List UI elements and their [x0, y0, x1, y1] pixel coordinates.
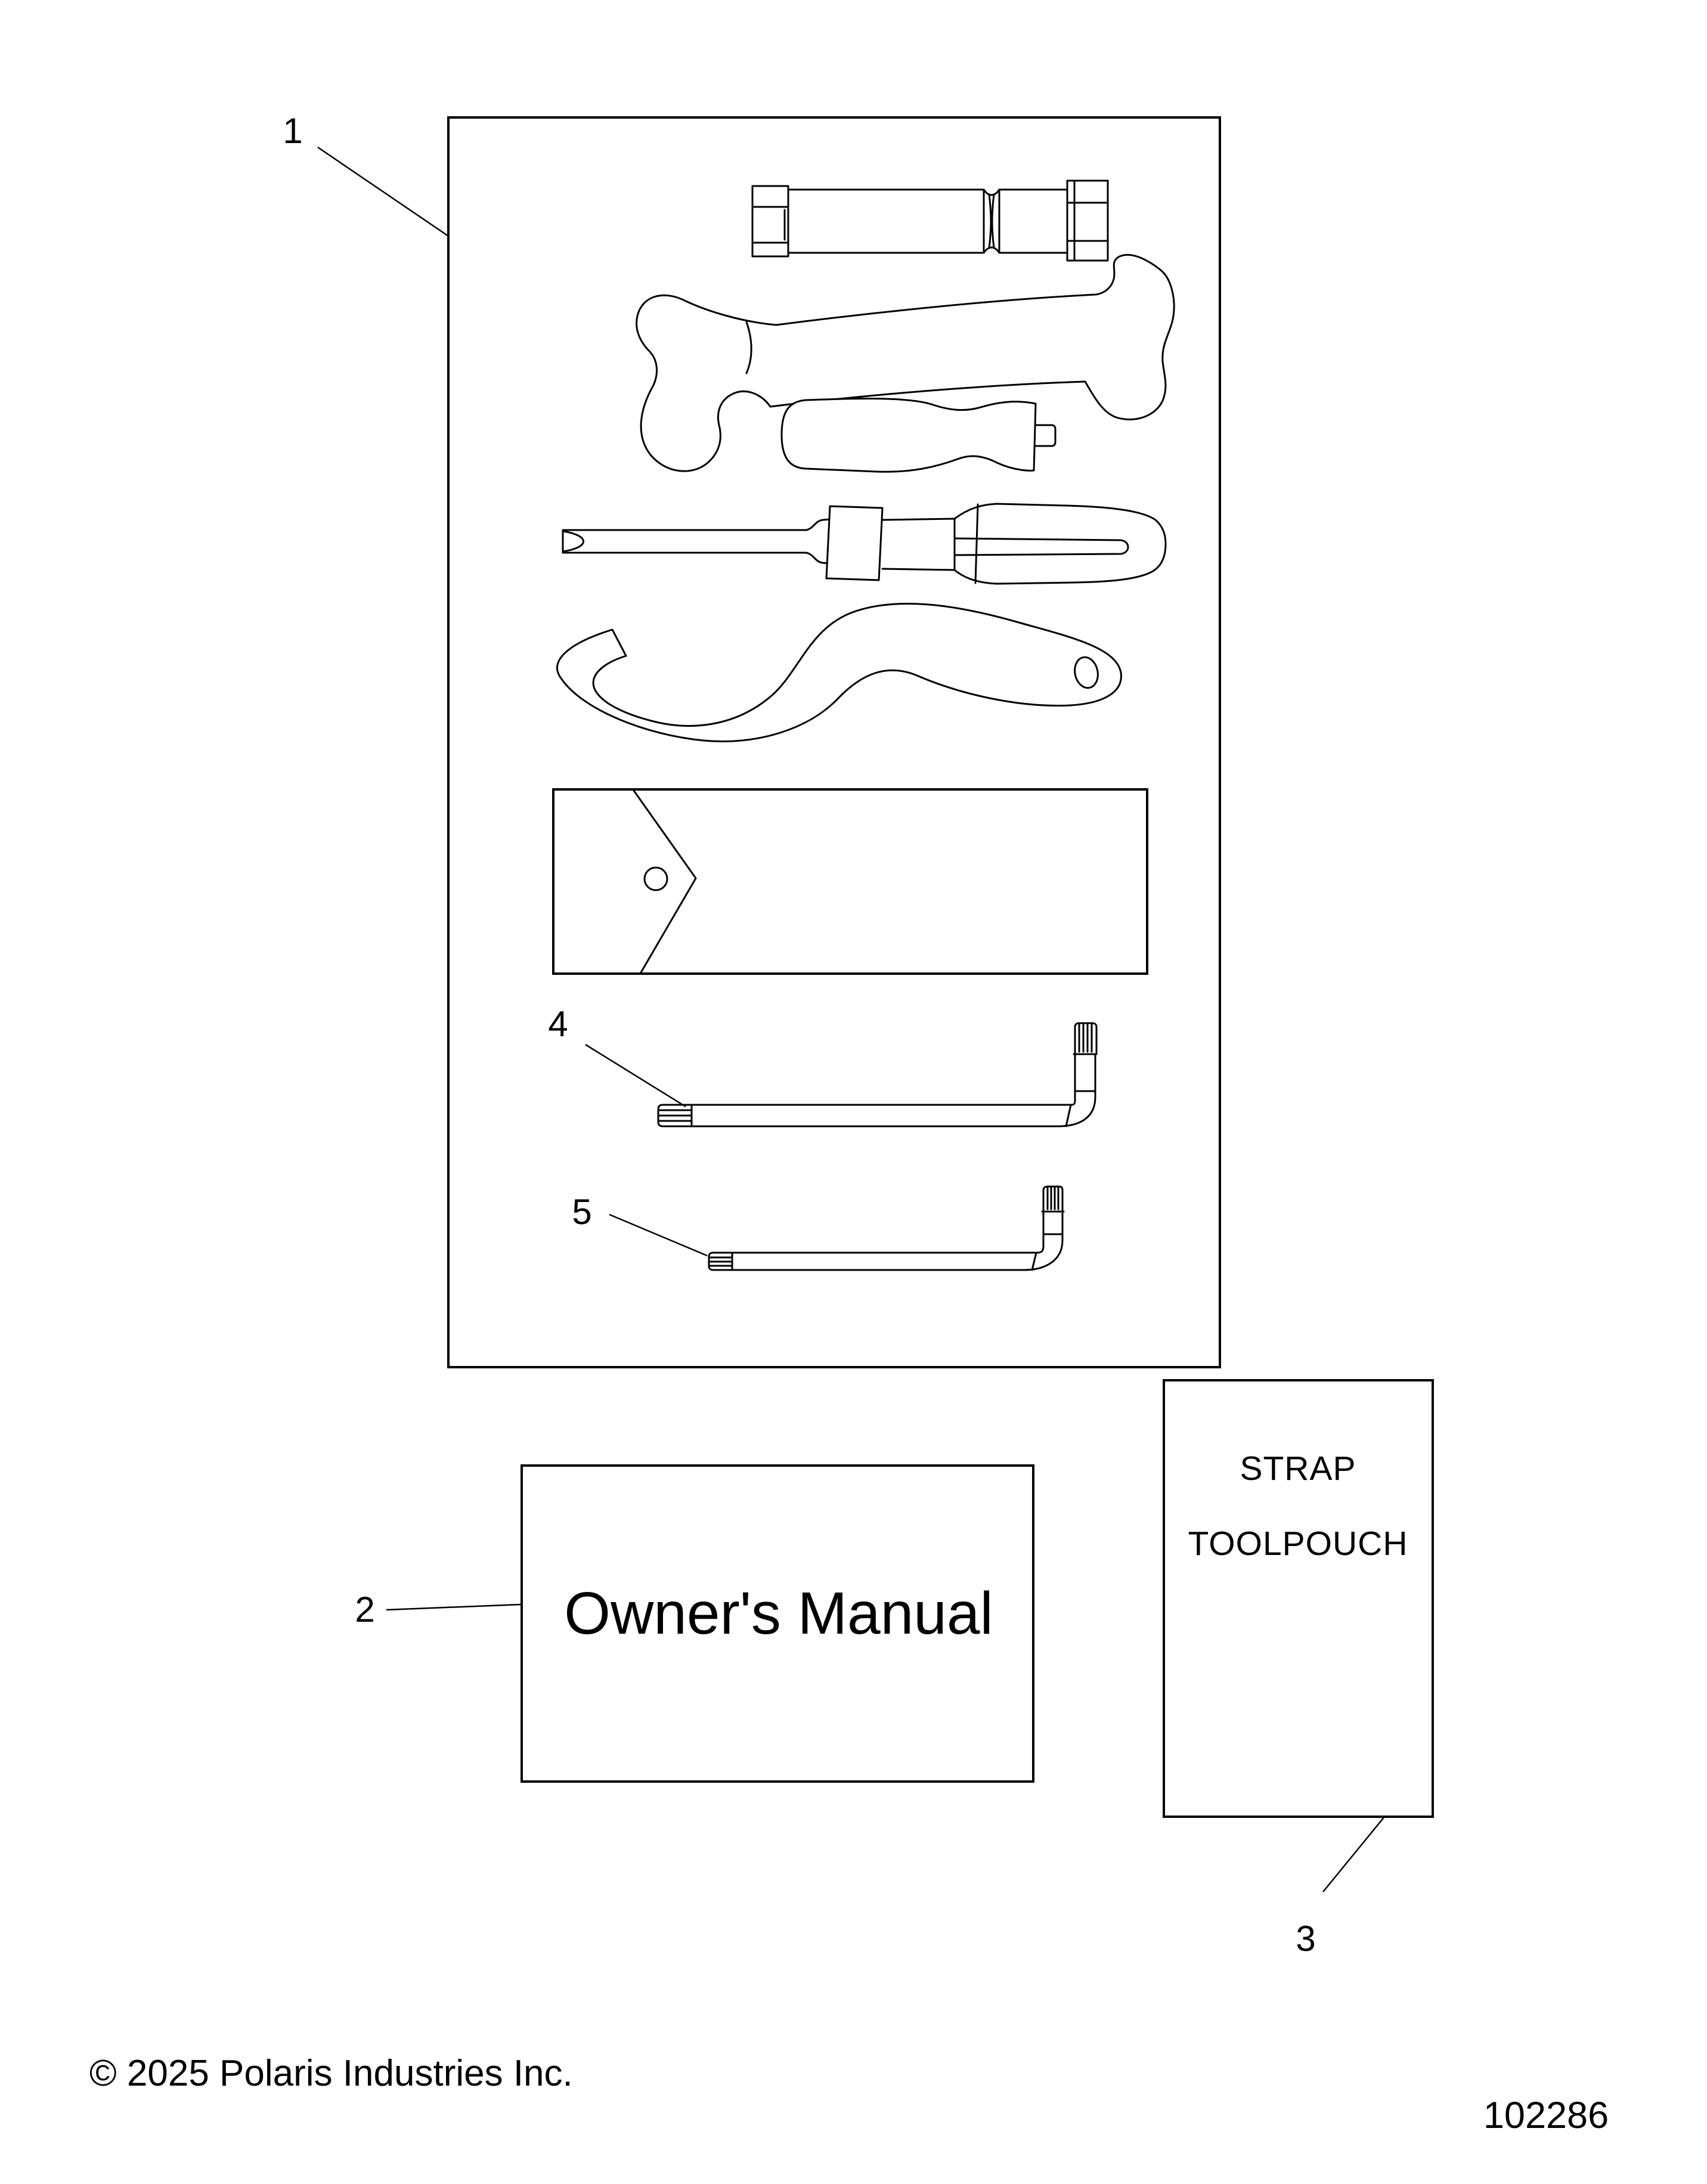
owners-manual-box	[521, 1464, 1034, 1783]
tool-pouch-flap-icon	[552, 788, 1148, 975]
callout-5-number: 5	[572, 1192, 591, 1232]
callout-3-leader	[1322, 1816, 1385, 1892]
screwdriver-icon	[562, 503, 1167, 585]
callout-4-leader	[585, 1043, 686, 1108]
torx-key-small-icon	[708, 1185, 1065, 1271]
torx-key-large-icon	[657, 1022, 1098, 1127]
strap-toolpouch-group: STRAP TOOLPOUCH	[1163, 1379, 1434, 1818]
callout-2-number: 2	[355, 1590, 374, 1630]
callout-1: 1	[283, 111, 449, 237]
spanner-hole	[1074, 656, 1099, 689]
callout-4-number: 4	[548, 1004, 568, 1044]
copyright-text: © 2025 Polaris Industries Inc.	[89, 2053, 573, 2094]
callout-2-leader	[386, 1603, 522, 1611]
callout-1-leader	[317, 146, 449, 237]
callout-3-number: 3	[1296, 1919, 1315, 1959]
callout-2: 2	[355, 1590, 522, 1630]
owners-manual-label: Owner's Manual	[564, 1580, 993, 1647]
driver-handle-icon	[780, 397, 1057, 473]
owners-manual-group: Owner's Manual	[521, 1464, 1034, 1783]
open-end-wrench-icon	[636, 253, 1175, 472]
callout-4: 4	[548, 1004, 686, 1108]
strap-label: STRAP	[1240, 1449, 1356, 1488]
strap-toolpouch-box	[1163, 1379, 1434, 1818]
spark-plug-socket-icon	[751, 179, 1109, 262]
callout-5: 5	[572, 1192, 708, 1257]
part-number: 102286	[1483, 2095, 1609, 2136]
pouch-snap	[643, 866, 668, 891]
callout-5-leader	[609, 1213, 708, 1257]
spanner-wrench-icon	[556, 602, 1122, 742]
toolpouch-label: TOOLPOUCH	[1188, 1525, 1408, 1563]
callout-1-number: 1	[283, 111, 302, 151]
callout-3: 3	[1296, 1816, 1385, 1959]
